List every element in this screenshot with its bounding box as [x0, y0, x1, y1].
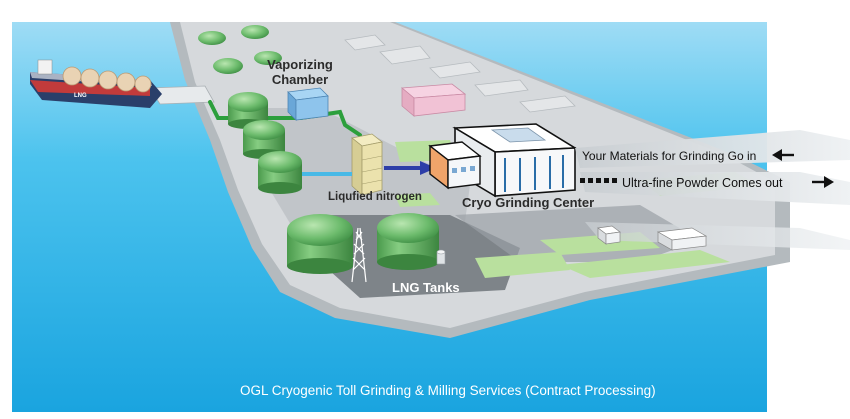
lng-tank [258, 151, 302, 194]
pink-building [400, 83, 467, 117]
caption: OGL Cryogenic Toll Grinding & Milling Se… [240, 383, 656, 398]
small-cylinder [436, 249, 446, 265]
liquified-nitrogen-label: Liqufied nitrogen [328, 191, 422, 203]
vaporizing-chamber-label-line1: Vaporizing [267, 57, 333, 72]
lng-tanks-label: LNG Tanks [392, 280, 460, 295]
cryo-grinding-center-label: Cryo Grinding Center [462, 195, 594, 210]
lawn [395, 193, 440, 207]
powder-dashes [580, 178, 617, 183]
lng-tank [287, 214, 353, 274]
flare-tower [351, 227, 367, 283]
lawn [560, 250, 730, 278]
cryo-grinding-center-building [428, 123, 578, 198]
lng-tank [377, 213, 439, 270]
ship-marking: LNG [74, 93, 87, 99]
vaporizing-chamber-label-line2: Chamber [272, 72, 328, 87]
background-tanks [198, 25, 282, 74]
small-warehouse [656, 227, 708, 251]
lawn [475, 252, 570, 278]
lng-tank [243, 120, 285, 159]
small-warehouse [597, 225, 621, 245]
powder-out-label: Ultra-fine Powder Comes out [622, 176, 783, 190]
arrow-right-icon [812, 176, 834, 188]
arrow-left-icon [772, 149, 794, 161]
vaporizing-chamber [287, 87, 329, 121]
nitrogen-plant [351, 133, 383, 196]
lng-ship: LNG [30, 59, 162, 108]
materials-in-label: Your Materials for Grinding Go in [582, 149, 756, 163]
nitrogen-pipe [300, 161, 436, 176]
